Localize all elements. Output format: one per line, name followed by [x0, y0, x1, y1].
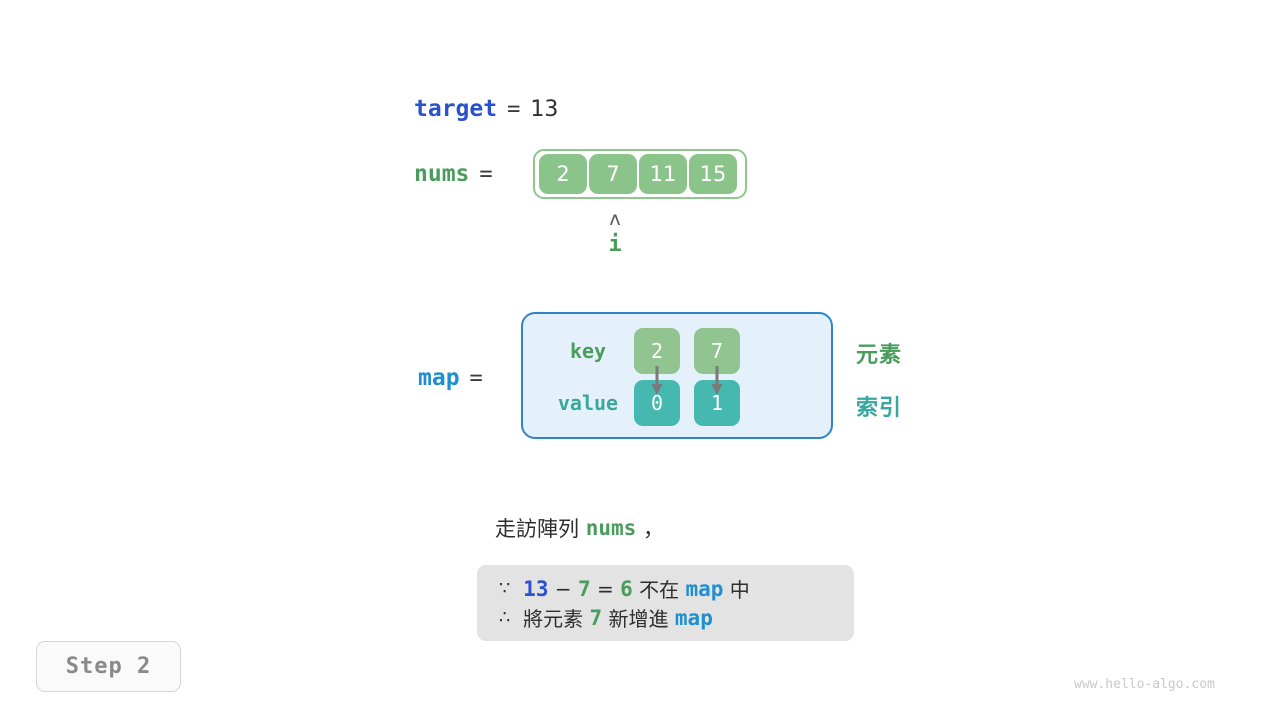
key-to-value-arrow-icon [651, 366, 663, 395]
target-value: 13 [530, 96, 559, 122]
step-badge: Step 2 [36, 641, 181, 692]
index-pointer-caret-icon: ʌ [609, 208, 621, 230]
nums-variable-name: nums [414, 161, 470, 187]
map-index-tag: 索引 [856, 396, 903, 421]
note-not-in-text: 不在 [639, 578, 680, 602]
map-declaration: map = [418, 362, 493, 394]
explanation-line-1: ∵ 13 − 7 = 6 不在 map 中 [499, 574, 832, 603]
note-equals-sign: = [596, 576, 614, 601]
note-added-element: 7 [589, 605, 603, 630]
note-target-value: 13 [523, 576, 549, 601]
map-value-row-label: value [557, 391, 619, 415]
array-cell: 2 [539, 154, 587, 194]
map-element-tag: 元素 [856, 343, 903, 368]
map-key-row-label: key [569, 339, 607, 363]
note-current-element: 7 [577, 576, 591, 601]
caption-text: 走訪陣列 nums ， [495, 513, 664, 543]
nums-equals-sign: = [479, 161, 493, 187]
caption-prefix: 走訪陣列 [495, 517, 579, 541]
nums-array-container: 2 7 11 15 [533, 149, 747, 199]
therefore-symbol: ∴ [499, 607, 511, 628]
array-cell: 11 [639, 154, 687, 194]
explanation-box: ∵ 13 − 7 = 6 不在 map 中 ∴ 將元素 7 新增進 map [477, 565, 854, 641]
nums-declaration: nums = [414, 158, 503, 190]
index-pointer-label: i [608, 232, 622, 257]
note-map-code: map [685, 576, 724, 601]
target-variable-name: target [414, 96, 498, 122]
watermark: www.hello-algo.com [1074, 677, 1215, 692]
map-equals-sign: = [469, 365, 483, 391]
map-key-cell: 7 [694, 328, 740, 374]
target-declaration: target = 13 [414, 93, 558, 125]
caption-code-nums: nums [585, 516, 637, 540]
note-line2-prefix: 將元素 [523, 607, 584, 631]
key-to-value-arrow-icon [711, 366, 723, 395]
note-complement-value: 6 [620, 576, 633, 601]
note-map-code: map [674, 605, 713, 630]
target-equals-sign: = [507, 96, 521, 122]
note-line2-middle: 新增進 [608, 607, 669, 631]
note-minus-sign: − [554, 576, 572, 601]
array-cell: 7 [589, 154, 637, 194]
map-variable-name: map [418, 365, 460, 391]
because-symbol: ∵ [499, 578, 511, 599]
caption-suffix: ， [642, 517, 664, 541]
note-line1-tail: 中 [729, 578, 750, 602]
array-cell: 15 [689, 154, 737, 194]
explanation-line-2: ∴ 將元素 7 新增進 map [499, 603, 832, 632]
